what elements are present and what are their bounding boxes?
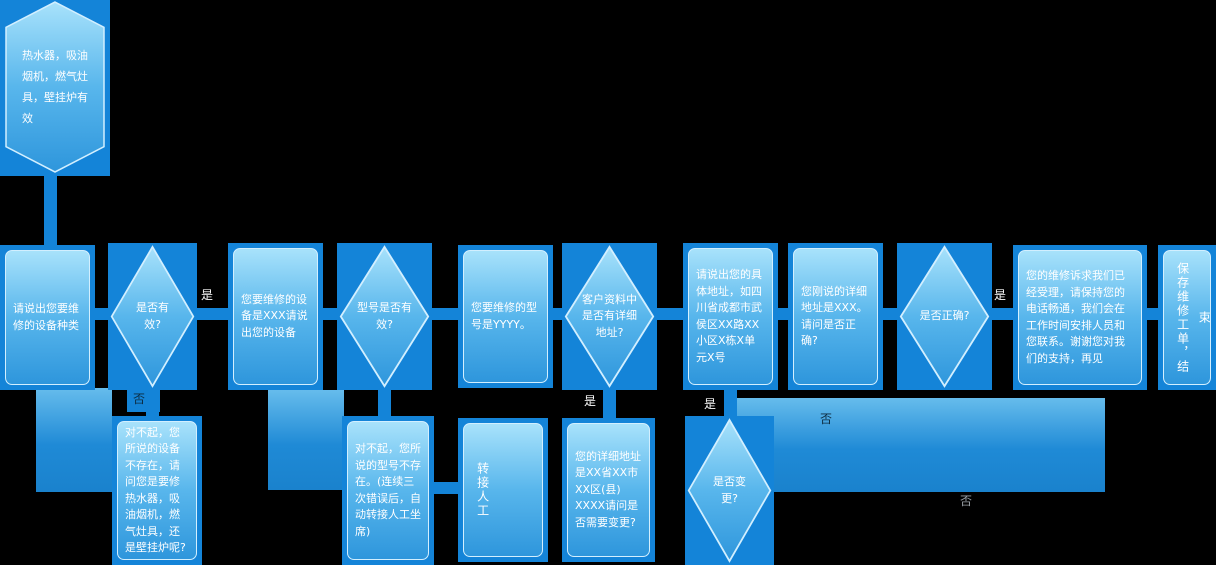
node-has-address[interactable]: 客户资料中是否有详细地址? [562,243,657,390]
connector-h-transfer [434,482,458,494]
node-start[interactable]: 热水器，吸油烟机，燃气灶具，壁挂炉有效 [0,0,110,176]
connector-h5 [551,308,564,320]
node-label: 对不起，您所说的型号不存在。(连续三次错误后，自动转接人工坐席) [355,442,421,538]
node-address-on-file[interactable]: 您的详细地址是XX省XX市XX区(县) XXXX请问是否需要变更? [562,418,655,562]
connector-h3 [321,308,339,320]
node-label: 热水器，吸油烟机，燃气灶具，壁挂炉有效 [22,49,88,125]
process-shape: 您要维修的设备是XXX请说出您的设备 [233,248,318,385]
connector-h4 [430,308,460,320]
node-label: 请说出您的具体地址，如四川省成都市武侯区XX路XX小区X栋X单元X号 [696,268,762,364]
node-ask-address[interactable]: 请说出您的具体地址，如四川省成都市武侯区XX路XX小区X栋X单元X号 [683,243,778,390]
connector-start-down [44,174,57,248]
connector-h7 [776,308,790,320]
process-shape: 您刚说的详细地址是XXX。请问是否正确? [793,248,878,385]
process-shape: 请说出您的具体地址，如四川省成都市武侯区XX路XX小区X栋X单元X号 [688,248,773,385]
diamond-shape [110,245,195,388]
edge-label-is-correct-yes: 是 [994,288,1007,302]
process-shape: 请说出您要维修的设备种类 [5,250,90,385]
connector-v-model-no [378,390,391,418]
edge-label-change-address-yes: 是 [704,397,717,411]
connector-h6 [655,308,685,320]
node-save-order[interactable]: 保存维修工单，结束 [1158,245,1216,390]
diamond-shape [899,245,990,388]
edge-label-has-address-yes: 是 [584,394,597,408]
edge-label-device-valid-no: 否 [133,392,146,406]
edge-label-is-correct-no: 否 [960,494,973,508]
connector-h2 [195,308,230,320]
edge-label-device-valid-yes: 是 [201,288,214,302]
connector-v-hasaddress-yes [603,388,616,420]
diamond-shape [687,418,772,563]
node-label: 您刚说的详细地址是XXX。请问是否正确? [801,284,868,348]
node-device-confirm[interactable]: 您要维修的设备是XXX请说出您的设备 [228,243,323,390]
process-shape: 您的维修诉求我们已经受理，请保持您的电话畅通，我们会在工作时间安排人员和您联系。… [1018,250,1142,385]
node-label: 是否变更? [713,475,746,505]
process-shape: 保存维修工单，结束 [1163,250,1211,385]
node-model-valid[interactable]: 型号是否有效? [337,243,432,390]
node-device-valid[interactable]: 是否有效? [108,243,197,390]
node-change-address[interactable]: 是否变更? [685,416,774,565]
node-label: 客户资料中是否有详细地址? [582,292,637,339]
node-address-confirm[interactable]: 您刚说的详细地址是XXX。请问是否正确? [788,243,883,390]
process-shape: 对不起，您所说的型号不存在。(连续三次错误后，自动转接人工坐席) [347,421,429,560]
node-label: 是否有效? [136,301,169,331]
node-label: 请说出您要维修的设备种类 [13,302,79,332]
connector-h9 [990,308,1015,320]
loopback-region-model [268,390,344,490]
connector-h8 [881,308,899,320]
diamond-shape [339,245,430,388]
connector-v-change-yes [724,388,737,420]
process-shape: 转接人工 [463,423,543,557]
hexagon-shape [5,1,105,173]
node-label: 转接人工 [475,462,490,518]
node-label: 是否正确? [919,309,970,323]
loopback-region-address [728,398,1105,492]
connector-h10 [1145,308,1160,320]
process-shape: 您的详细地址是XX省XX市XX区(县) XXXX请问是否需要变更? [567,423,650,557]
node-label: 型号是否有效? [357,301,412,331]
node-device-error[interactable]: 对不起，您所说的设备不存在，请问您是要修热水器，吸油烟机，燃气灶具，还是壁挂炉呢… [112,416,202,565]
loopback-region-device [36,388,112,492]
node-is-correct[interactable]: 是否正确? [897,243,992,390]
node-accepted[interactable]: 您的维修诉求我们已经受理，请保持您的电话畅通，我们会在工作时间安排人员和您联系。… [1013,245,1147,390]
connector-h1 [93,308,110,320]
connector-v-device-no [146,390,159,420]
node-label: 您要维修的型号是YYYY。 [471,301,537,331]
node-transfer-human[interactable]: 转接人工 [458,418,548,562]
node-label: 您的维修诉求我们已经受理，请保持您的电话畅通，我们会在工作时间安排人员和您联系。… [1026,269,1125,365]
diamond-shape [564,245,655,388]
node-label: 保存维修工单，结束 [1175,261,1211,374]
node-label: 对不起，您所说的设备不存在，请问您是要修热水器，吸油烟机，燃气灶具，还是壁挂炉呢… [125,425,186,555]
node-ask-device[interactable]: 请说出您要维修的设备种类 [0,245,95,390]
node-model-error[interactable]: 对不起，您所说的型号不存在。(连续三次错误后，自动转接人工坐席) [342,416,434,565]
edge-label-change-address-no: 否 [820,412,833,426]
process-shape: 您要维修的型号是YYYY。 [463,250,548,383]
process-shape: 对不起，您所说的设备不存在，请问您是要修热水器，吸油烟机，燃气灶具，还是壁挂炉呢… [117,421,197,560]
node-label: 您的详细地址是XX省XX市XX区(县) XXXX请问是否需要变更? [575,449,641,529]
node-model-confirm[interactable]: 您要维修的型号是YYYY。 [458,245,553,388]
node-label: 您要维修的设备是XXX请说出您的设备 [241,292,308,339]
